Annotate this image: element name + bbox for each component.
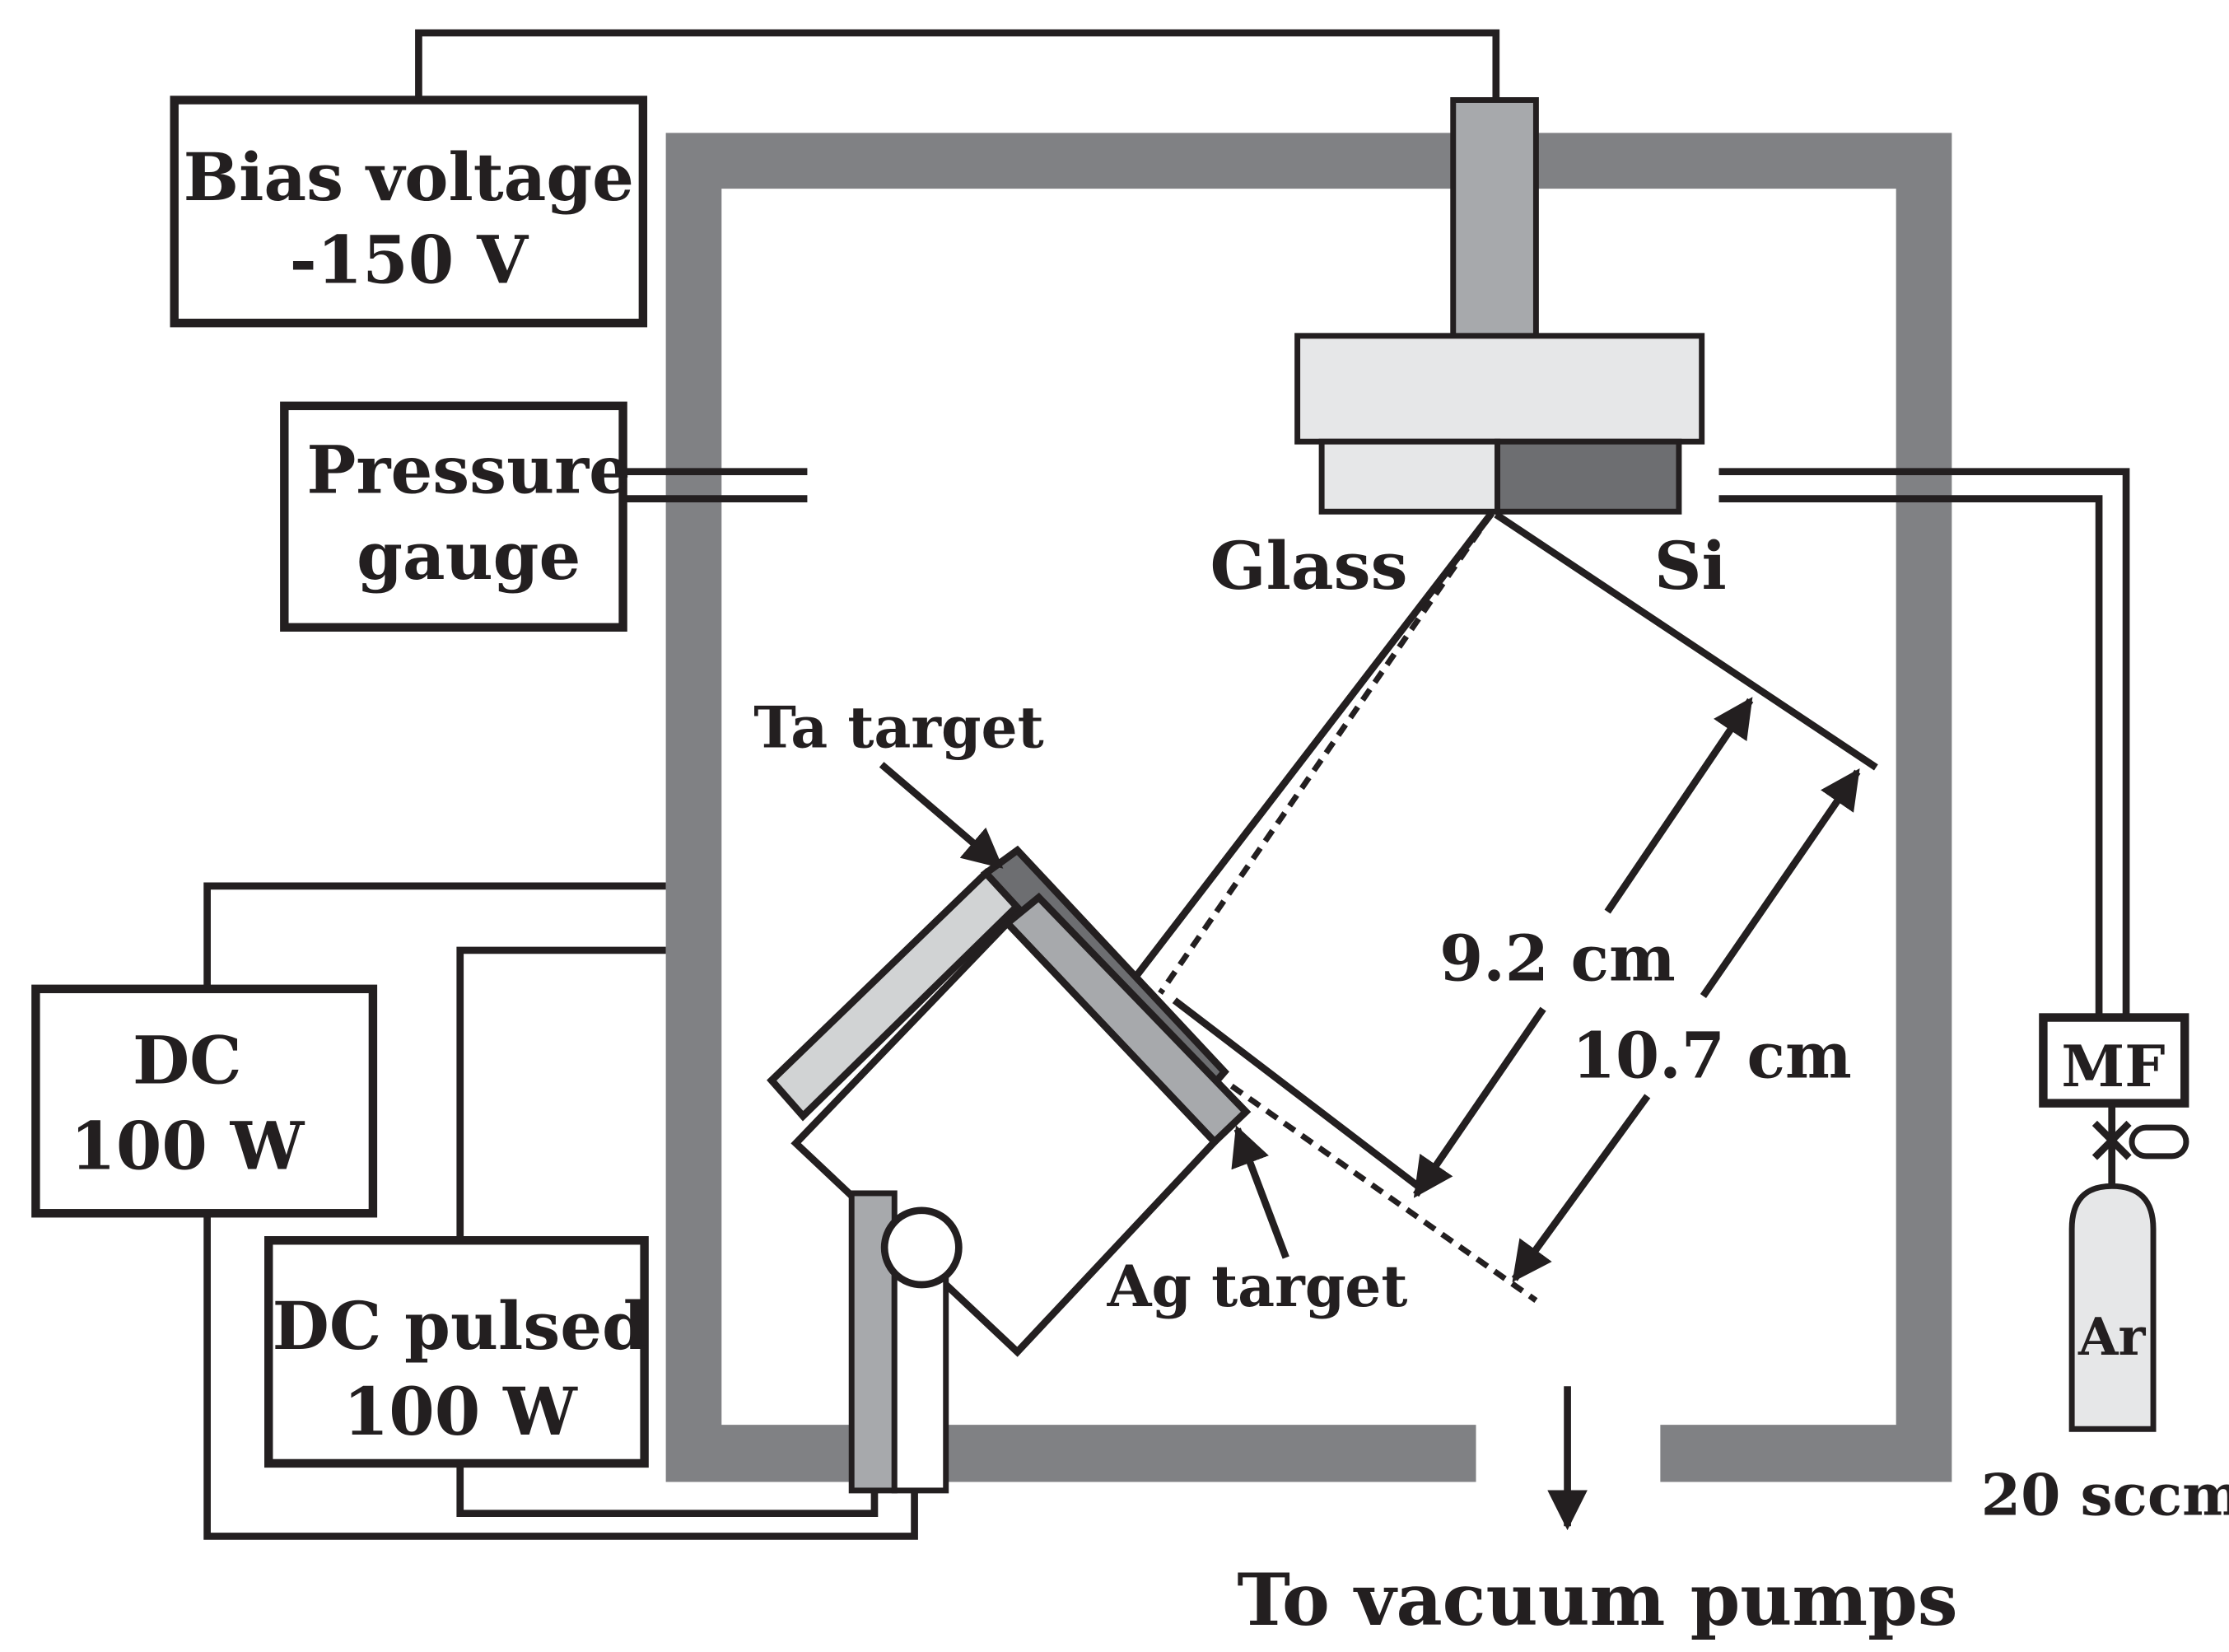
pivot-joint-icon	[880, 1206, 963, 1289]
mass-flow-controller-label: MF	[2061, 1034, 2165, 1100]
dc-power-box	[31, 984, 378, 1218]
valve-handle-icon	[2129, 1124, 2189, 1160]
bias-voltage-box	[170, 96, 648, 328]
si-substrate	[1495, 438, 1682, 515]
dc-pulsed-power-label: DC pulsed	[273, 1287, 648, 1365]
ag-normal-dashed	[1229, 1083, 1538, 1303]
pressure-gauge-box	[280, 401, 627, 632]
bias-voltage-value: -150 V	[290, 222, 530, 299]
dc-pulsed-power-box	[264, 1236, 649, 1468]
pulsed-wire-top	[456, 946, 666, 1241]
dc-wire-bottom	[203, 1213, 918, 1540]
pressure-gauge-label: Pressure	[306, 432, 631, 509]
ta-normal-dashed	[1158, 511, 1495, 995]
ag-target-pointer	[1231, 1125, 1289, 1259]
ta-target-label: Ta target	[753, 695, 1044, 762]
dc-power-value: 100 W	[70, 1107, 305, 1184]
dim-10-7-upper-arrow	[1700, 768, 1861, 998]
bias-wire	[415, 29, 1500, 100]
glass-label: Glass	[1210, 527, 1407, 604]
argon-label: Ar	[2077, 1306, 2146, 1367]
glass-path-line	[1134, 511, 1495, 978]
glass-substrate	[1318, 438, 1501, 515]
ag-target-label: Ag target	[1107, 1253, 1408, 1320]
dc-pulsed-power-value: 100 W	[343, 1373, 578, 1450]
vacuum-pumps-label: To vacuum pumps	[1237, 1559, 1957, 1642]
ag-target-line	[1172, 997, 1425, 1192]
gas-flow-label: 20 sccm	[1981, 1462, 2229, 1528]
pressure-gauge-label-2: gauge	[357, 517, 581, 595]
pulsed-wire-bottom	[456, 1463, 879, 1517]
gas-line-inner	[1718, 495, 2103, 1018]
magnetron-assembly	[767, 845, 1252, 1494]
dc-wire-top	[203, 882, 666, 989]
gas-line-outer	[1718, 468, 2130, 1018]
mass-flow-controller-box	[2039, 1013, 2189, 1108]
magnetron-feedthrough-light	[891, 1254, 949, 1494]
dc-power-label: DC	[133, 1021, 242, 1099]
ta-target-pointer	[879, 762, 1004, 869]
dim-10-7-lower-arrow	[1511, 1094, 1651, 1283]
dim-9-2-upper-arrow	[1604, 697, 1754, 914]
holder-shaft	[1450, 97, 1539, 341]
substrate-holder-plate	[1294, 333, 1705, 445]
distance-9-2-label: 9.2 cm	[1439, 922, 1676, 996]
si-label: Si	[1654, 527, 1727, 604]
argon-cylinder	[2068, 1183, 2157, 1432]
dim-9-2-lower-arrow	[1413, 1006, 1546, 1198]
bias-voltage-label: Bias voltage	[184, 138, 634, 216]
distance-10-7-label: 10.7 cm	[1572, 1019, 1852, 1093]
si-path-line	[1494, 511, 1878, 771]
